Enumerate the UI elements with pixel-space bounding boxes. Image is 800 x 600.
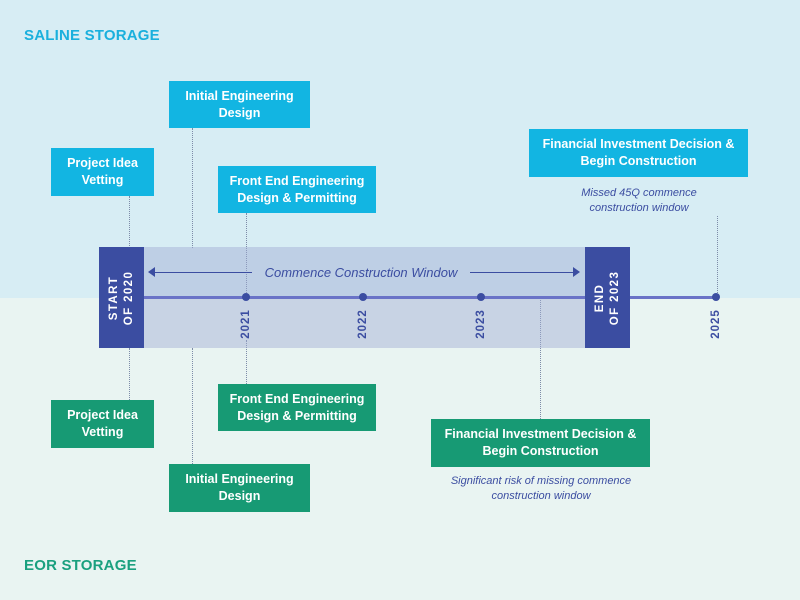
eor-band <box>0 298 800 600</box>
eor-storage-heading: EOR STORAGE <box>24 557 137 574</box>
eor-initial-engineering-box: Initial Engineering Design <box>169 464 310 512</box>
saline-fid-box: Financial Investment Decision & Begin Co… <box>529 129 748 177</box>
saline-fid-note: Missed 45Q commence construction window <box>581 187 697 214</box>
connector-saline-fid <box>717 216 718 297</box>
eor-project-idea-box: Project Idea Vetting <box>51 400 154 448</box>
arrow-right-icon <box>573 267 580 277</box>
eor-fid-box: Financial Investment Decision & Begin Co… <box>431 419 650 467</box>
tick-2022 <box>359 293 367 301</box>
connector-saline-initial-engineering <box>192 128 193 248</box>
connector-eor-feed <box>246 340 247 384</box>
end-label-line2: OF 2023 <box>608 270 621 325</box>
window-arrow-left-line <box>154 272 252 273</box>
arrow-left-icon <box>148 267 155 277</box>
eor-fid-note: Significant risk of missing commence con… <box>450 475 632 502</box>
timeline-line <box>143 296 718 299</box>
tick-2021 <box>242 293 250 301</box>
connector-eor-project-idea <box>129 348 130 400</box>
end-label-line1: END <box>593 283 606 312</box>
tick-2025 <box>712 293 720 301</box>
saline-initial-engineering-box: Initial Engineering Design <box>169 81 310 128</box>
connector-eor-fid <box>540 298 541 419</box>
connector-eor-initial-engineering <box>192 348 193 464</box>
window-arrow-right-line <box>470 272 574 273</box>
start-label-line2: OF 2020 <box>122 270 135 325</box>
window-label: Commence Construction Window <box>264 265 458 280</box>
year-2021: 2021 <box>240 309 252 339</box>
end-2023-marker: END OF 2023 <box>585 247 630 348</box>
tick-2023 <box>477 293 485 301</box>
connector-saline-feed <box>246 213 247 297</box>
saline-project-idea-box: Project Idea Vetting <box>51 148 154 196</box>
year-2022: 2022 <box>357 309 369 339</box>
year-2023: 2023 <box>475 309 487 339</box>
year-2025: 2025 <box>710 309 722 339</box>
start-2020-marker: START OF 2020 <box>99 247 144 348</box>
eor-feed-permitting-box: Front End Engineering Design & Permittin… <box>218 384 376 431</box>
saline-storage-heading: SALINE STORAGE <box>24 27 160 44</box>
start-label-line1: START <box>107 275 120 320</box>
connector-saline-project-idea <box>129 196 130 248</box>
saline-feed-permitting-box: Front End Engineering Design & Permittin… <box>218 166 376 213</box>
window-label-group: Commence Construction Window <box>148 264 580 282</box>
